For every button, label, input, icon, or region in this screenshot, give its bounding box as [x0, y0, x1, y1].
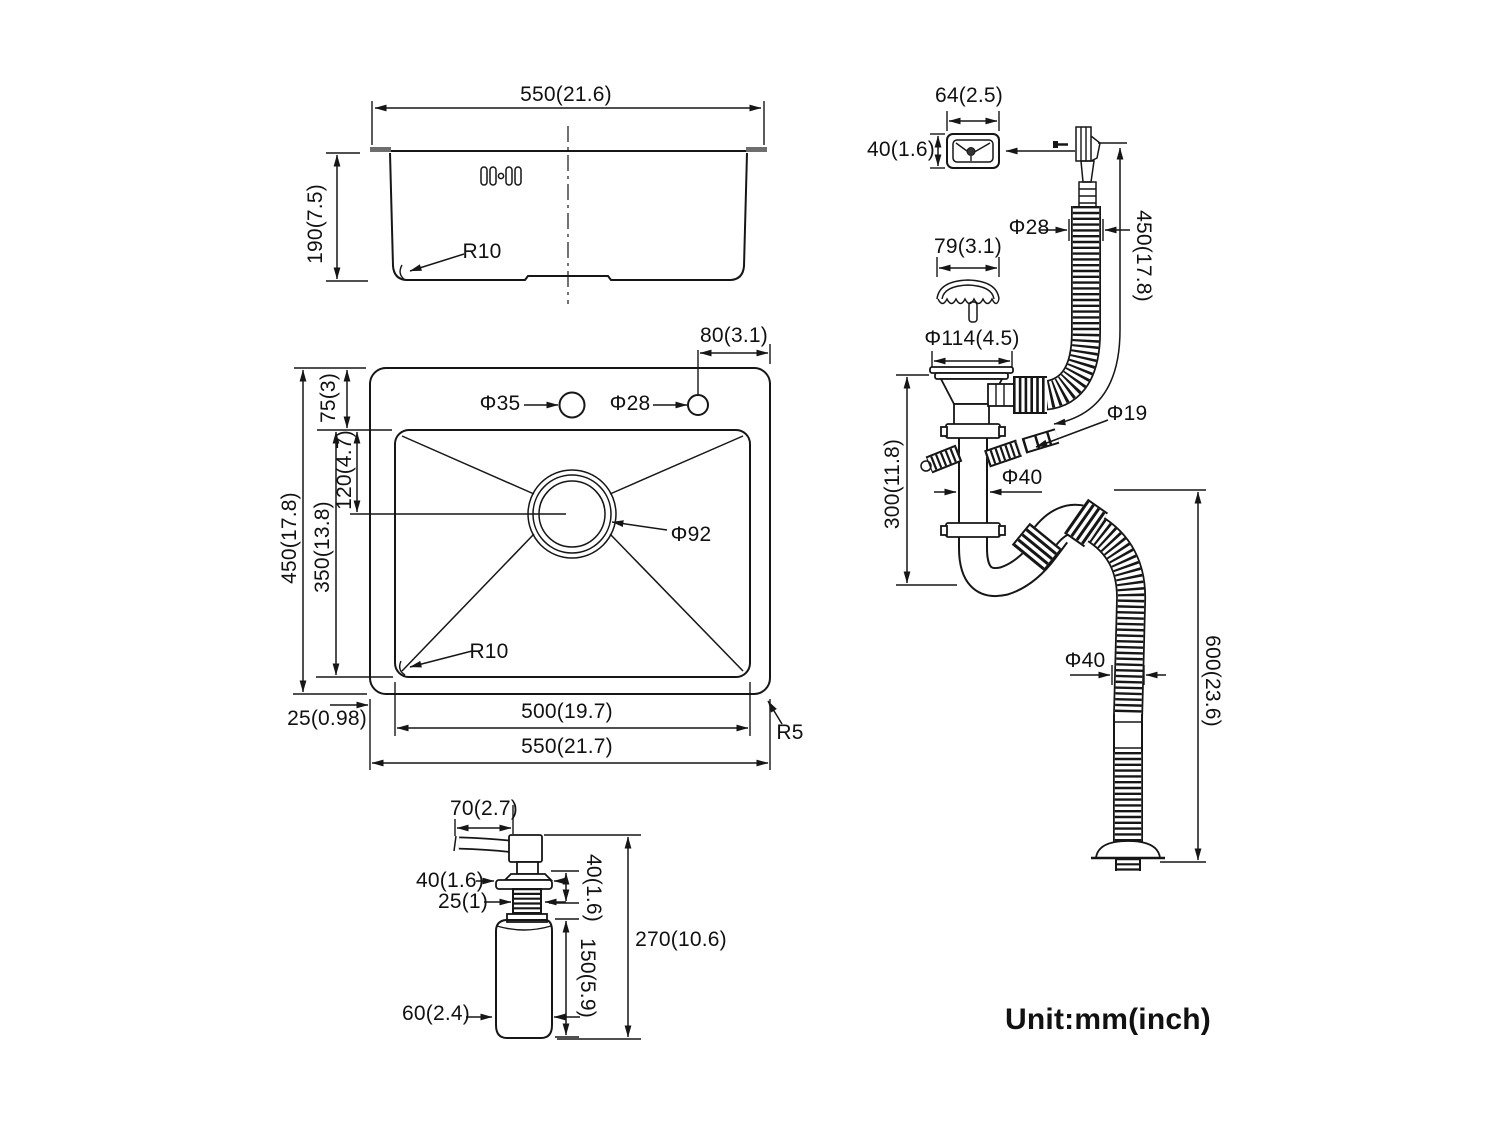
leader-r10-bowl — [409, 650, 473, 668]
mount-nut — [506, 913, 548, 923]
dim-line-overflow-hose-length — [1053, 147, 1124, 426]
leader-r5-corner — [767, 700, 783, 725]
dishwasher-spout-right — [987, 448, 1019, 459]
rim-flange-left — [370, 147, 391, 152]
disp-flange-label: 40(1.6) — [416, 869, 484, 892]
dim-hole-offset-label: 80(3.1) — [700, 324, 768, 347]
soap-dispenser-hole — [687, 394, 709, 416]
dim-overall-length-label: 450(17.8) — [278, 492, 301, 584]
leader-drain-dia — [611, 520, 668, 531]
screw-icon — [1053, 141, 1058, 148]
mount-flange — [495, 879, 553, 890]
leader-barb-dia — [1035, 419, 1109, 448]
drain-dia-label: Φ92 — [670, 523, 712, 546]
disp-thread-label: 25(1) — [437, 890, 489, 913]
outlet-length-label: 600(23.6) — [1201, 635, 1224, 727]
r10-bowl-label: R10 — [469, 640, 509, 663]
strainer-dia-label: 79(3.1) — [934, 235, 1002, 258]
dim-bowl-width-label: 500(19.7) — [521, 700, 613, 723]
overflow-cover — [946, 133, 1000, 169]
dim-overflow-height-label: 40(1.6) — [867, 138, 935, 161]
outlet-dia-label: Φ40 — [1064, 649, 1106, 672]
barb-dia-label: Φ19 — [1106, 402, 1148, 425]
rim-flange-right — [746, 147, 767, 152]
tailpiece-pipe — [940, 423, 1131, 718]
dim-bowl-length-label: 350(13.8) — [311, 501, 334, 593]
dim-side-width-label: 550(21.6) — [520, 83, 612, 106]
dishwasher-spout-left — [921, 453, 959, 471]
sink-side-view — [326, 101, 767, 304]
dispenser-pump — [454, 834, 554, 923]
trap-height-label: 300(11.8) — [881, 438, 904, 530]
leader-r10-side — [409, 253, 465, 272]
dim-drain-offset-label: 120(4.7) — [333, 430, 356, 510]
disp-bottle-dia-label: 60(2.4) — [402, 1002, 470, 1025]
disp-overall-height-label: 270(10.6) — [635, 928, 727, 951]
brand-mark — [480, 166, 522, 186]
dim-rim-side-label: 25(0.98) — [287, 707, 367, 730]
r5-corner-label: R5 — [776, 721, 804, 744]
sink-top-view — [293, 344, 783, 770]
faucet-hole — [558, 391, 586, 419]
dim-rim-top-label: 75(3) — [317, 372, 340, 424]
union-nut-top — [945, 423, 1001, 439]
union-nut-bottom — [945, 522, 1001, 538]
dim-overall-width-label: 550(21.7) — [521, 735, 613, 758]
soap-dispenser-view — [454, 805, 641, 1040]
pipe-dia-label: Φ40 — [1001, 466, 1043, 489]
strainer-basket — [936, 279, 1000, 323]
drain-assembly-view — [896, 111, 1206, 871]
spout-length-label: 70(2.7) — [450, 797, 518, 820]
outlet-hose — [1091, 714, 1165, 871]
hose-dia-label: Φ28 — [1008, 216, 1050, 239]
unit-note: Unit:mm(inch) — [1005, 1003, 1211, 1036]
dim-overflow-width-label: 64(2.5) — [935, 84, 1003, 107]
flange-dia-label: Φ114(4.5) — [924, 327, 1020, 350]
disp-neck-label: 40(1.6) — [582, 854, 605, 922]
hose-end-flange — [1094, 840, 1162, 859]
hose-length-label: 450(17.8) — [1132, 210, 1155, 302]
dim-side-depth-label: 190(7.5) — [304, 184, 327, 264]
soap-hole-label: Φ28 — [609, 392, 651, 415]
dispenser-bottle — [495, 919, 553, 1039]
r10-side-label: R10 — [462, 240, 502, 263]
overflow-elbow-fitting — [1053, 126, 1101, 208]
pump-head — [508, 834, 543, 863]
drain-body — [929, 366, 1047, 438]
disp-bottle-height-label: 150(5.9) — [576, 938, 599, 1018]
faucet-hole-label: Φ35 — [479, 392, 521, 415]
